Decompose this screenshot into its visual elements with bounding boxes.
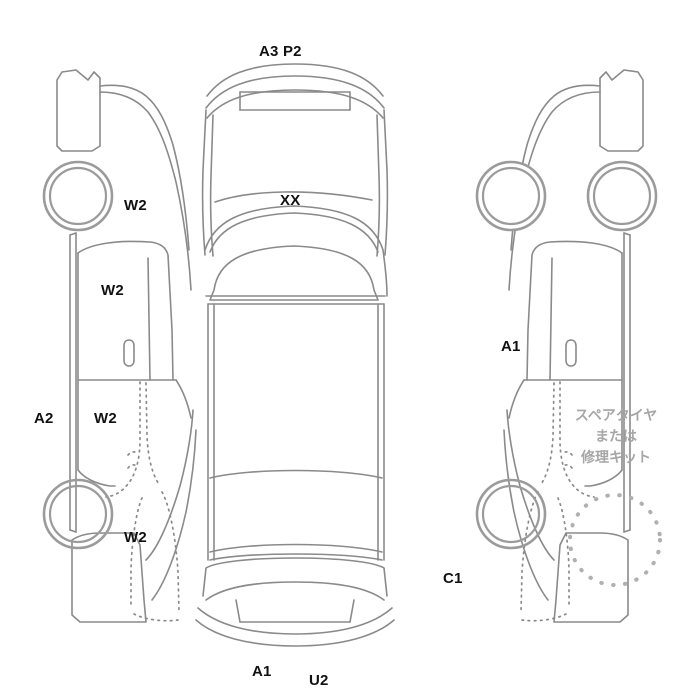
label-top-roof: A3 P2 (259, 43, 302, 60)
top-rear-bumper-outer (195, 619, 395, 647)
left-rear-tire-outer (42, 478, 114, 550)
left-rear-tire-inner (48, 484, 108, 544)
label-bottom-left: A1 (252, 663, 272, 680)
label-right-door: A1 (501, 338, 521, 355)
spare-tire-note-line-3: 修理キット (581, 450, 651, 466)
top-right-hood-line (376, 114, 381, 257)
left-rear-arch (77, 469, 116, 487)
top-rear-window-line-2 (209, 543, 383, 553)
left-front-door-rear-edge (147, 257, 151, 381)
right-front-tire-outer (586, 160, 658, 232)
top-front-bumper-inner (206, 89, 384, 119)
label-left-rear-wheel: W2 (124, 529, 147, 546)
top-rear-deck-line (209, 553, 383, 561)
right-door-handle (565, 339, 577, 367)
left-front-door-top (77, 240, 174, 381)
left-wheels (42, 160, 114, 550)
right-front-tire-outer-2 (475, 160, 547, 232)
top-rear-div-right (349, 599, 355, 623)
right-front-door-top (526, 240, 623, 381)
left-rear-body-upper (175, 379, 192, 419)
right-rocker-cap-bottom (623, 529, 631, 533)
top-right-body-front (383, 109, 389, 256)
label-left-front-wheel: W2 (124, 197, 147, 214)
left-door-handle (123, 339, 135, 367)
top-windshield-mid (209, 212, 379, 253)
top-front-bumper-mid (205, 75, 385, 109)
right-front-tire-inner (592, 166, 652, 226)
right-front-tire-inner-2 (481, 166, 541, 226)
right-front-door-rear-edge (549, 257, 553, 381)
top-rear-bumper-shoulder (202, 557, 388, 597)
top-windshield-glass (209, 245, 379, 301)
spare-tire-note-line-2: または (595, 429, 637, 445)
top-left-body-front (201, 109, 207, 256)
label-windshield: XX (280, 192, 301, 209)
right-a-pillar (508, 91, 601, 291)
left-rear-fender-line-2 (151, 429, 197, 601)
left-side-dotted-detail (105, 381, 180, 622)
spare-tire-note-line-1: スペアタイヤ (574, 408, 658, 424)
top-rear-bumper-mid (197, 607, 393, 635)
top-down-body-view (195, 63, 395, 647)
top-windshield-outer (204, 205, 388, 297)
top-rear-bumper-upper (205, 581, 385, 601)
right-wheels (475, 160, 658, 550)
left-rocker-cap-bottom (69, 529, 77, 533)
left-a-pillar (99, 91, 192, 291)
right-rear-tire-inner (481, 484, 541, 544)
right-rear-arch (584, 469, 623, 487)
left-side-profile-view (56, 69, 197, 623)
label-bottom-right: U2 (309, 672, 329, 689)
top-cowl-line (214, 191, 373, 203)
right-rear-bumper (553, 532, 629, 623)
left-hood-line (99, 84, 190, 251)
right-front-bumper (599, 69, 644, 152)
right-wheels-upper-fix (475, 160, 547, 232)
right-side-dotted-detail (520, 381, 595, 622)
label-right-rear: C1 (443, 570, 463, 587)
right-rocker-cap-top (623, 232, 631, 236)
left-front-tire-outer (42, 160, 114, 232)
label-left-rear-door: W2 (94, 410, 117, 427)
left-front-bumper (56, 69, 101, 152)
top-rear-window-line-1 (209, 469, 383, 479)
right-rear-body-upper (508, 379, 525, 419)
left-rear-fender-line (145, 409, 194, 561)
label-left-rocker: A2 (34, 410, 54, 427)
right-rear-fender-line (506, 409, 555, 561)
spare-tire-note: スペアタイヤ または 修理キット (556, 406, 676, 469)
spare-tire-dotted-circle (568, 493, 662, 587)
left-rocker-cap-top (69, 232, 77, 236)
right-rear-fender-line-2 (503, 429, 549, 601)
left-front-tire-inner (48, 166, 108, 226)
right-rear-tire-outer (475, 478, 547, 550)
top-front-bumper-outer (206, 63, 384, 97)
label-left-front-door: W2 (101, 282, 124, 299)
top-rear-div-left (235, 599, 241, 623)
